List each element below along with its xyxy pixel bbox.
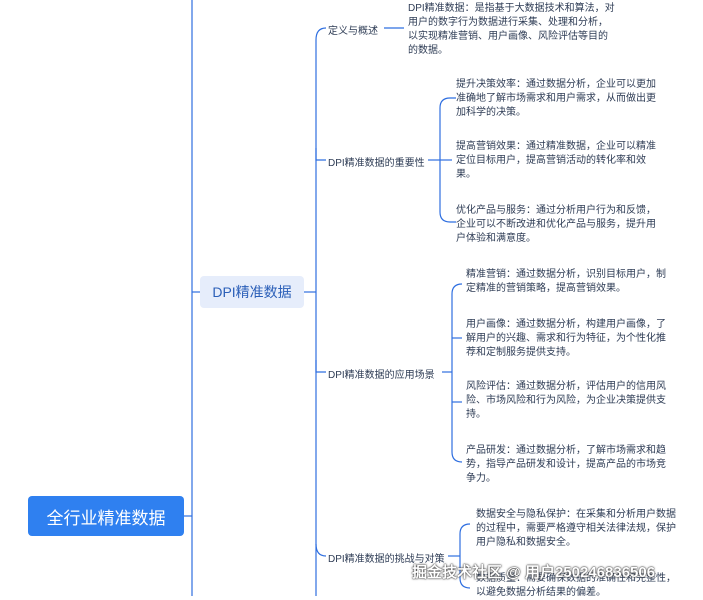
- branch-definition-label: 定义与概述: [328, 26, 378, 37]
- branch-challenges-label: DPI精准数据的挑战与对策: [328, 554, 445, 565]
- branch-importance-label: DPI精准数据的重要性: [328, 158, 425, 169]
- watermark-text: 掘金技术社区 @ 用户250246836506: [412, 564, 656, 581]
- level1-label: DPI精准数据: [212, 284, 292, 300]
- leaf-app-marketing[interactable]: 精准营销：通过数据分析，识别目标用户，制定精准的营销策略，提高营销效果。: [466, 268, 666, 296]
- leaf-importance-product[interactable]: 优化产品与服务：通过分析用户行为和反馈，企业可以不断改进和优化产品与服务，提升用…: [456, 204, 656, 246]
- leaf-challenge-quality[interactable]: 数据质量：需要确保数据的准确性和完整性，以避免数据分析结果的偏差。: [476, 572, 676, 600]
- branch-importance[interactable]: DPI精准数据的重要性: [328, 154, 425, 169]
- level1-node[interactable]: DPI精准数据: [200, 276, 304, 308]
- branch-applications-label: DPI精准数据的应用场景: [328, 370, 435, 381]
- root-label: 全行业精准数据: [46, 508, 166, 528]
- leaf-challenge-security[interactable]: 数据安全与隐私保护：在采集和分析用户数据的过程中，需要严格遵守相关法律法规，保护…: [476, 508, 676, 550]
- leaf-definition[interactable]: DPI精准数据：是指基于大数据技术和算法，对用户的数字行为数据进行采集、处理和分…: [408, 2, 616, 58]
- branch-applications[interactable]: DPI精准数据的应用场景: [328, 366, 435, 381]
- leaf-importance-marketing[interactable]: 提高营销效果：通过精准数据，企业可以精准定位目标用户，提高营销活动的转化率和效果…: [456, 140, 656, 182]
- branch-definition[interactable]: 定义与概述: [328, 22, 378, 37]
- leaf-app-risk[interactable]: 风险评估：通过数据分析，评估用户的信用风险、市场风险和行为风险，为企业决策提供支…: [466, 380, 666, 422]
- leaf-importance-decision[interactable]: 提升决策效率：通过数据分析，企业可以更加准确地了解市场需求和用户需求，从而做出更…: [456, 78, 656, 120]
- root-node[interactable]: 全行业精准数据: [28, 496, 184, 536]
- leaf-app-profile[interactable]: 用户画像：通过数据分析，构建用户画像，了解用户的兴趣、需求和行为特征，为个性化推…: [466, 318, 666, 360]
- leaf-app-rd[interactable]: 产品研发：通过数据分析，了解市场需求和趋势，指导产品研发和设计，提高产品的市场竞…: [466, 444, 666, 486]
- branch-challenges[interactable]: DPI精准数据的挑战与对策: [328, 550, 445, 565]
